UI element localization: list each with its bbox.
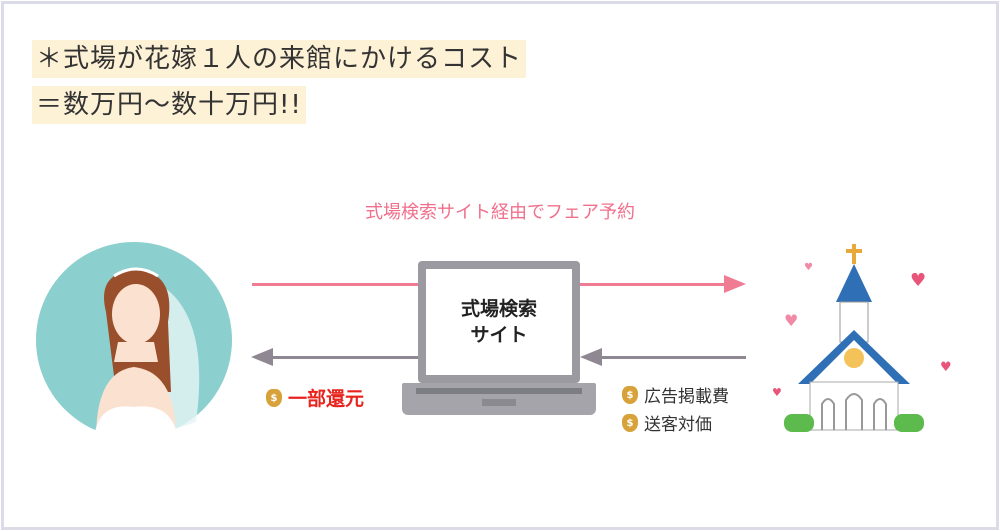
payment-label-referral: $ 送客対価 [622,410,712,435]
svg-text:♥: ♥ [910,270,926,291]
referral-fee-text: 送客対価 [644,415,712,435]
refund-arrow-segment [272,356,420,359]
laptop-keyboard [402,383,596,415]
payment-arrowhead-icon [580,348,602,366]
site-label-line-2: サイト [470,324,528,346]
svg-text:♥: ♥ [940,360,952,375]
money-bag-icon: $ [622,385,638,404]
bride-illustration [36,242,232,438]
svg-text:♥: ♥ [784,311,798,330]
reservation-arrowhead-icon [724,275,746,293]
money-bag-icon: $ [266,388,282,407]
payment-arrow-segment [600,356,746,359]
refund-arrowhead-icon [251,348,273,366]
payment-label-ad: $ 広告掲載費 [622,382,729,407]
refund-text: 一部還元 [288,388,365,410]
ad-fee-text: 広告掲載費 [644,387,729,407]
heading-line-2: ＝数万円〜数十万円!! [32,86,306,124]
wedding-chapel-illustration: ♥ ♥ ♥ ♥ ♥ [772,244,952,432]
reservation-arrow-right-segment [578,283,726,286]
flow-label: 式場検索サイト経由でフェア予約 [365,202,635,223]
heading-line-1: ＊式場が花嫁１人の来館にかけるコスト [32,40,527,78]
money-bag-icon: $ [622,413,638,432]
svg-text:♥: ♥ [772,386,782,399]
reservation-arrow-left-segment [252,283,420,286]
site-label-line-1: 式場検索 [460,298,537,320]
laptop-screen: 式場検索 サイト [418,261,580,383]
refund-label: $ 一部還元 [266,384,364,411]
svg-text:♥: ♥ [804,262,813,273]
